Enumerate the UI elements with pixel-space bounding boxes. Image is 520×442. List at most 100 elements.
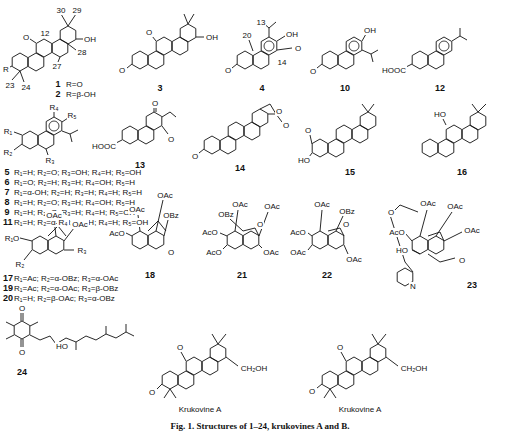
compound-number: 6: [3, 178, 10, 187]
compound-number: 16: [456, 168, 468, 177]
figure-caption: Fig. 1. Structures of 1–24, krukovines A…: [0, 421, 520, 431]
compound-number: 3: [156, 84, 163, 93]
atom-label: O: [387, 208, 395, 217]
compound-number: 21: [236, 271, 248, 280]
atom-label: O: [18, 304, 26, 313]
atom-label: O: [304, 126, 312, 135]
atom-label: O: [256, 220, 264, 229]
atom-label: 30: [56, 6, 67, 15]
atom-label: OAc: [156, 191, 174, 200]
atom-label: R=β-OH: [65, 90, 97, 99]
atom-label: 14: [277, 58, 288, 67]
atom-label: OBz: [338, 207, 356, 216]
compound-number: 24: [16, 368, 28, 377]
atom-label: R₁O: [4, 234, 21, 243]
atom-label: HOOC: [381, 66, 407, 75]
atom-label: HO: [55, 342, 69, 351]
atom-label: R₃: [76, 246, 87, 255]
atom-label: O: [148, 388, 156, 397]
atom-label: R₁=H; R₂=β-OAc; R₃=α-OBz: [13, 294, 116, 303]
atom-label: R₁=H; R₂=O; R₃=H; R₄=OH; R₅=H: [13, 198, 136, 207]
atom-label: OAc: [128, 205, 146, 214]
atom-label: R₂: [15, 260, 26, 269]
compound-number: 14: [234, 164, 246, 173]
atom-label: HO: [433, 110, 447, 119]
atom-label: AcO: [201, 228, 219, 237]
atom-label: R₁=Ac; R₂=α-OAc; R₃=β-OBz: [13, 284, 119, 293]
atom-label: O: [458, 256, 466, 265]
atom-label: Krukovine A: [338, 405, 383, 414]
atom-label: OAc: [463, 226, 481, 235]
atom-label: 24: [21, 83, 32, 92]
atom-label: R₁=O; R₂=H; R₃=H; R₄=OH; R₅=H: [13, 178, 136, 187]
atom-label: R₁=α-OH; R₂=H; R₃=H; R₄=H; R₅=H: [13, 188, 143, 197]
atom-label: R₄: [48, 103, 59, 112]
atom-label: R₃: [44, 156, 55, 165]
atom-label: AcO: [388, 228, 406, 237]
atom-label: AcO: [205, 248, 223, 257]
atom-label: O: [309, 67, 317, 76]
atom-label: R₁=H; R₂=O; R₃=H; R₄=H; R₅=OH: [13, 208, 136, 217]
compound-number: 5: [3, 168, 10, 177]
compound-number: 2: [54, 90, 61, 99]
atom-label: HO: [297, 156, 311, 165]
atom-label: OBz: [162, 211, 180, 220]
atom-label: R₁: [3, 127, 13, 136]
atom-label: R₂: [3, 148, 14, 157]
atom-label: OH: [285, 30, 299, 39]
atom-label: AcO: [108, 229, 126, 238]
atom-label: OAc: [263, 202, 281, 211]
atom-label: O: [167, 248, 175, 257]
atom-label: OAc: [419, 199, 437, 208]
atom-label: O: [176, 343, 184, 352]
atom-label: O: [294, 44, 302, 53]
atom-label: OBz: [217, 210, 235, 219]
atom-label: 12: [40, 29, 51, 38]
compound-number: 23: [466, 281, 478, 290]
compound-number: 1: [54, 80, 61, 89]
compound-number: 12: [434, 84, 446, 93]
compound-number: 22: [321, 271, 333, 280]
atom-label: R₅: [67, 111, 78, 120]
atom-label: 13: [256, 18, 267, 27]
atom-label: HOOC: [91, 142, 117, 151]
atom-label: OAc: [313, 200, 331, 209]
atom-label: OH: [83, 35, 97, 44]
compound-number: 9: [3, 208, 10, 217]
compound-number: 15: [344, 168, 356, 177]
atom-label: OAc: [345, 255, 363, 264]
compound-number: 13: [134, 161, 146, 170]
atom-label: OH: [363, 26, 377, 35]
compound-number: 10: [339, 84, 351, 93]
atom-label: 28: [77, 48, 88, 57]
atom-label: O: [18, 348, 26, 357]
atom-label: O: [342, 220, 350, 229]
compound-number: 7: [3, 188, 10, 197]
atom-label: O: [282, 121, 290, 130]
atom-label: OAc: [446, 202, 464, 211]
atom-label: CH₂OH: [400, 364, 429, 373]
atom-label: O: [167, 135, 175, 144]
atom-label: Krukovine A: [178, 405, 223, 414]
compound-number: 8: [3, 198, 10, 207]
atom-label: AcO: [289, 228, 307, 237]
compound-number: 4: [258, 84, 265, 93]
atom-label: R: [2, 65, 10, 74]
atom-label: N: [409, 282, 417, 291]
atom-label: 27: [52, 62, 63, 71]
atom-label: 20: [242, 31, 253, 40]
atom-label: O: [22, 33, 30, 42]
compound-number: 11: [2, 218, 14, 227]
atom-label: R=O: [65, 80, 84, 89]
atom-label: OAc: [262, 248, 280, 257]
atom-label: O: [191, 152, 199, 161]
atom-label: O: [275, 107, 283, 116]
atom-label: R₄: [57, 218, 68, 227]
compound-number: 18: [144, 271, 156, 280]
atom-label: R₁=Ac; R₂=α-OBz; R₃=α-OAc: [13, 274, 119, 283]
atom-label: OAc: [231, 200, 249, 209]
atom-label: OAc: [289, 248, 307, 257]
atom-label: OAc: [71, 220, 89, 229]
atom-label: 23: [5, 81, 16, 90]
